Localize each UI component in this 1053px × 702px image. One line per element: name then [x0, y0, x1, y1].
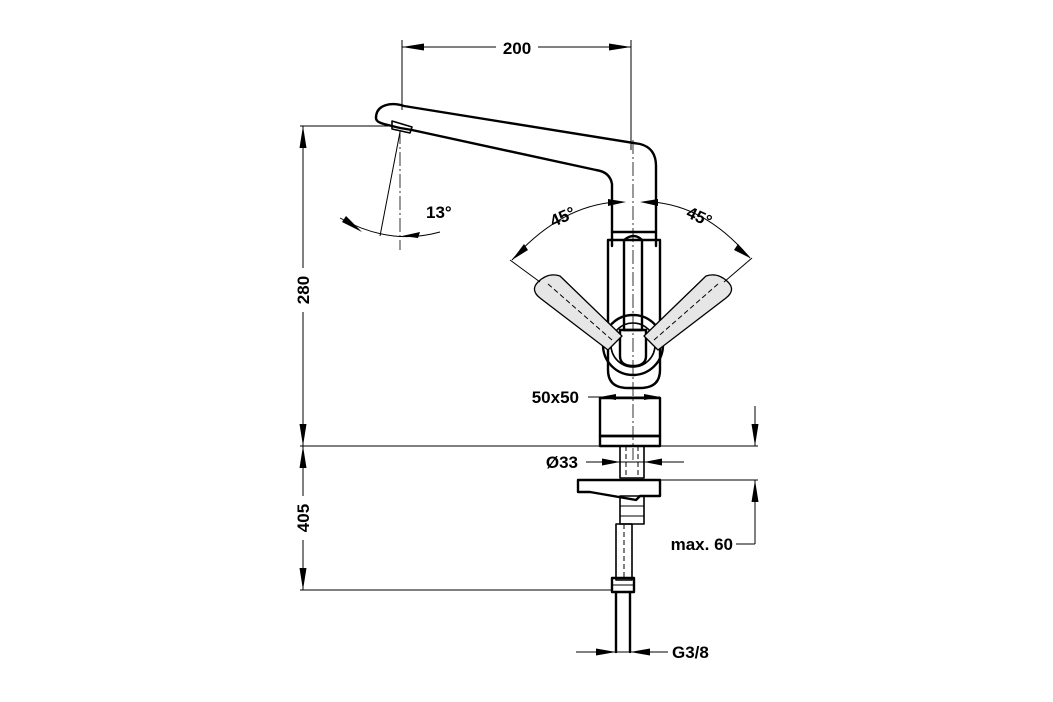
dim-max-thickness: max. 60	[671, 406, 759, 554]
label-hole-diameter: Ø33	[546, 453, 578, 472]
label-max-thickness: max. 60	[671, 535, 733, 554]
label-lever-right: 45°	[684, 203, 715, 231]
dim-depth-below: 405	[293, 446, 612, 591]
escutcheon-upper	[598, 396, 662, 438]
label-connection: G3/8	[672, 643, 709, 662]
label-spout-reach: 200	[503, 39, 531, 58]
label-height-above: 280	[294, 276, 313, 304]
dim-connection: G3/8	[576, 643, 709, 662]
escutcheon-base	[598, 434, 662, 448]
label-spout-angle: 13°	[426, 203, 452, 222]
mixer-body	[606, 238, 662, 390]
lever-right-position	[643, 274, 733, 351]
mounting-bracket	[576, 478, 662, 502]
dim-spout-angle: 13°	[339, 131, 452, 238]
dim-body-size: 50x50	[532, 388, 660, 407]
dim-hole-diameter: Ø33	[546, 453, 684, 472]
aerator	[391, 120, 413, 134]
mounting-shank	[576, 445, 662, 654]
lever-vertical	[622, 234, 644, 332]
dim-spout-reach: 200	[401, 39, 632, 150]
label-depth-below: 405	[294, 504, 313, 532]
faucet-outline	[374, 103, 665, 390]
lever-left-position	[533, 274, 623, 351]
dim-height-above: 280	[293, 125, 390, 446]
label-body-size: 50x50	[532, 388, 579, 407]
label-lever-left: 45°	[547, 203, 578, 231]
spout-outline	[374, 103, 658, 234]
